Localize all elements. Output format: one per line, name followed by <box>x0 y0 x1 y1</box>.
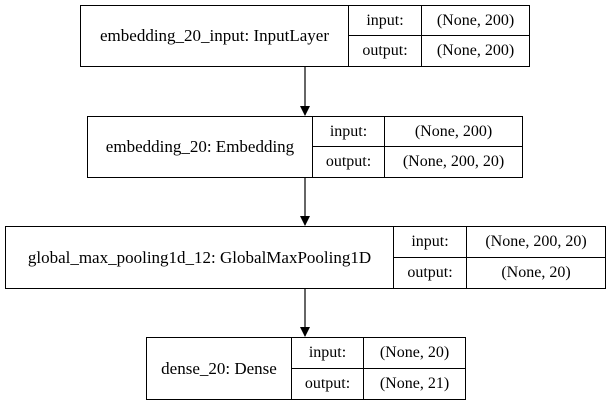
input-label: input: <box>313 117 385 147</box>
output-shape: (None, 200) <box>436 42 515 59</box>
input-shape: (None, 200) <box>385 117 522 147</box>
output-label: output: <box>292 368 364 399</box>
node-dense-20: dense_20: Dense input: (None, 20) output… <box>146 337 466 400</box>
node-embedding-20: embedding_20: Embedding input: (None, 20… <box>87 116 523 178</box>
output-shape: (None, 200, 20) <box>402 153 505 170</box>
output-label: output: <box>394 257 467 288</box>
node-io-table: input: (None, 200) output: (None, 200, 2… <box>313 117 522 177</box>
input-label: input: <box>349 6 422 36</box>
node-io-table: input: (None, 20) output: (None, 21) <box>292 338 465 399</box>
input-shape: (None, 20) <box>364 338 465 369</box>
node-io-table: input: (None, 200) output: (None, 200) <box>349 6 529 66</box>
input-shape: (None, 200, 20) <box>467 227 605 258</box>
node-name: embedding_20: Embedding <box>88 117 313 177</box>
input-shape: (None, 200) <box>422 6 529 36</box>
output-shape: (None, 21) <box>379 374 450 392</box>
node-name: embedding_20_input: InputLayer <box>81 6 349 66</box>
input-label: input: <box>394 227 467 258</box>
output-label: output: <box>349 36 422 66</box>
node-name: dense_20: Dense <box>147 338 292 399</box>
input-label: input: <box>292 338 364 369</box>
node-global-max-pooling1d-12: global_max_pooling1d_12: GlobalMaxPoolin… <box>5 226 606 289</box>
node-io-table: input: (None, 200, 20) output: (None, 20… <box>394 227 605 288</box>
node-name: global_max_pooling1d_12: GlobalMaxPoolin… <box>6 227 394 288</box>
node-embedding-20-input: embedding_20_input: InputLayer input: (N… <box>80 5 530 67</box>
output-label: output: <box>313 147 385 177</box>
output-shape: (None, 20) <box>501 263 571 281</box>
